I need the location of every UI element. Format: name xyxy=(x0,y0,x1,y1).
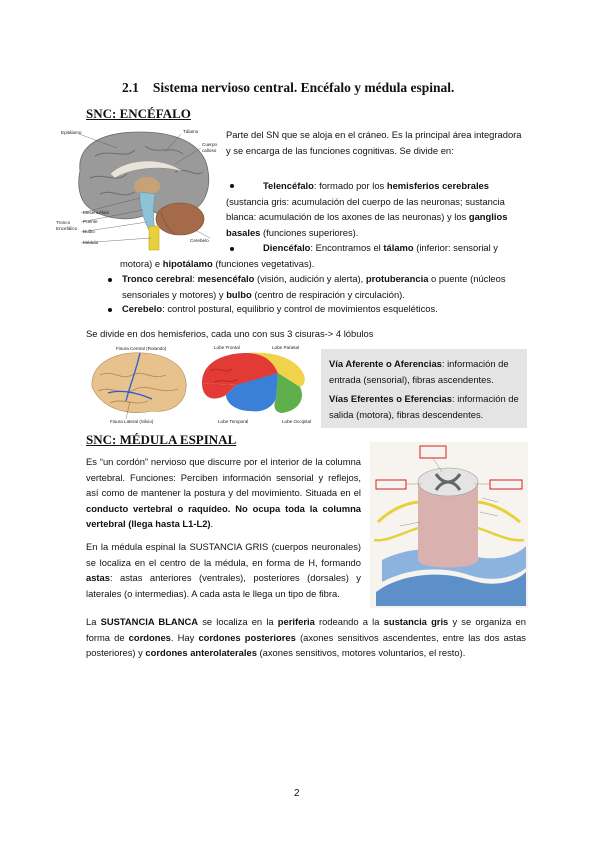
red-label-box xyxy=(419,445,447,459)
encefalo-intro: Parte del SN que se aloja en el cráneo. … xyxy=(226,129,522,156)
occipital-lobe xyxy=(274,373,302,413)
bullet-dot xyxy=(108,308,112,312)
label-occipital: Lobe Occipital xyxy=(282,419,311,424)
thalamus xyxy=(134,177,160,195)
via-aferente: Vía Aferente o Aferencias: información d… xyxy=(329,358,509,385)
label-puente: Puente xyxy=(83,219,98,224)
via-eferente: Vías Eferentes o Eferencias: información… xyxy=(329,393,519,420)
medula-paragraph-3: La SUSTANCIA BLANCA se localiza en la pe… xyxy=(86,616,526,659)
parietal-lobe xyxy=(246,352,305,387)
heading-number: 2.1 xyxy=(122,80,139,95)
medula-paragraph-1: Es “un cordón” nervioso que discurre por… xyxy=(86,456,362,530)
brainstem xyxy=(139,191,156,231)
label-calloso: calloso xyxy=(202,148,217,153)
spinal-cord-figure xyxy=(370,442,528,608)
brain-sagittal-figure: Epitálamo Tálamo Cuerpo calloso Mesencéf… xyxy=(56,129,218,251)
label-talamo: Tálamo xyxy=(183,129,199,134)
label-tronco: Tronco xyxy=(56,220,71,225)
bullet-cerebelo: Cerebelo: control postural, equilibrio y… xyxy=(122,303,438,314)
lateral-gyri xyxy=(97,372,179,404)
frontal-lobe xyxy=(202,353,278,385)
cerebellum-shape xyxy=(155,202,205,236)
label-epitalamo: Epitálamo xyxy=(61,130,82,135)
lateral-sulcus-line xyxy=(107,390,153,400)
label-cisura-central: Fisura Central (Rolando) xyxy=(116,346,167,351)
term-tronco: Tronco cerebral xyxy=(122,273,193,284)
label-cisura-lateral: Fisura Lateral (Silvio) xyxy=(110,419,154,424)
label-cuerpo: Cuerpo xyxy=(202,142,218,147)
label-bulbo: Bulbo xyxy=(83,229,95,234)
chapter-heading: 2.1 Sistema nervioso central. Encéfalo y … xyxy=(122,80,454,96)
label-encefalico: Encefálico xyxy=(56,226,78,231)
term-cerebelo: Cerebelo xyxy=(122,303,163,314)
term-telencefalo: Telencéfalo xyxy=(263,180,314,191)
term-diencefalo: Diencéfalo xyxy=(263,242,311,253)
label-medula: Médula xyxy=(83,240,99,245)
meninges-blue-lower xyxy=(376,572,526,606)
lateral-brain-shape xyxy=(91,352,187,413)
label-mesencefalo: Mesencéfalo xyxy=(83,210,109,215)
heading-title: Sistema nervioso central. Encéfalo y méd… xyxy=(152,80,455,95)
section-title-encefalo: SNC: ENCÉFALO xyxy=(86,106,191,121)
hemisferios-text: Se divide en dos hemisferios, cada uno c… xyxy=(86,328,374,339)
bullet-dot xyxy=(230,247,234,251)
gray-matter-h xyxy=(434,473,462,491)
brain-lobes-figure: Fisura Central (Rolando) Fisura Lateral … xyxy=(91,345,311,424)
bullet-tronco: Tronco cerebral: mesencéfalo (visión, au… xyxy=(122,273,506,300)
temporal-lobe xyxy=(226,373,278,412)
section-title-medula: SNC: MÉDULA ESPINAL xyxy=(86,432,237,447)
dura-pink xyxy=(418,482,478,568)
red-label-box xyxy=(489,479,523,490)
gyri-lines xyxy=(89,145,204,196)
red-label-box xyxy=(375,479,407,490)
bullet-dot xyxy=(230,184,234,188)
corpus-callosum xyxy=(109,160,184,179)
bullet-telencefalo: Telencéfalo: formado por los hemisferios… xyxy=(226,180,508,238)
label-frontal: Lobe Frontal xyxy=(214,345,240,350)
label-parietal: Lobe Parietal xyxy=(272,345,299,350)
label-temporal: Lobe Temporal xyxy=(218,419,248,424)
medula-paragraph-2: En la médula espinal la SUSTANCIA GRIS (… xyxy=(86,541,361,599)
bullet-diencefalo: Diencéfalo: Encontramos el tálamo (infer… xyxy=(120,242,498,269)
page-number: 2 xyxy=(294,788,300,799)
central-sulcus-line xyxy=(125,352,141,402)
vias-box: Vía Aferente o Aferencias: información d… xyxy=(321,349,527,428)
label-cerebelo: Cerebelo xyxy=(190,238,209,243)
bullet-dot xyxy=(108,278,112,282)
